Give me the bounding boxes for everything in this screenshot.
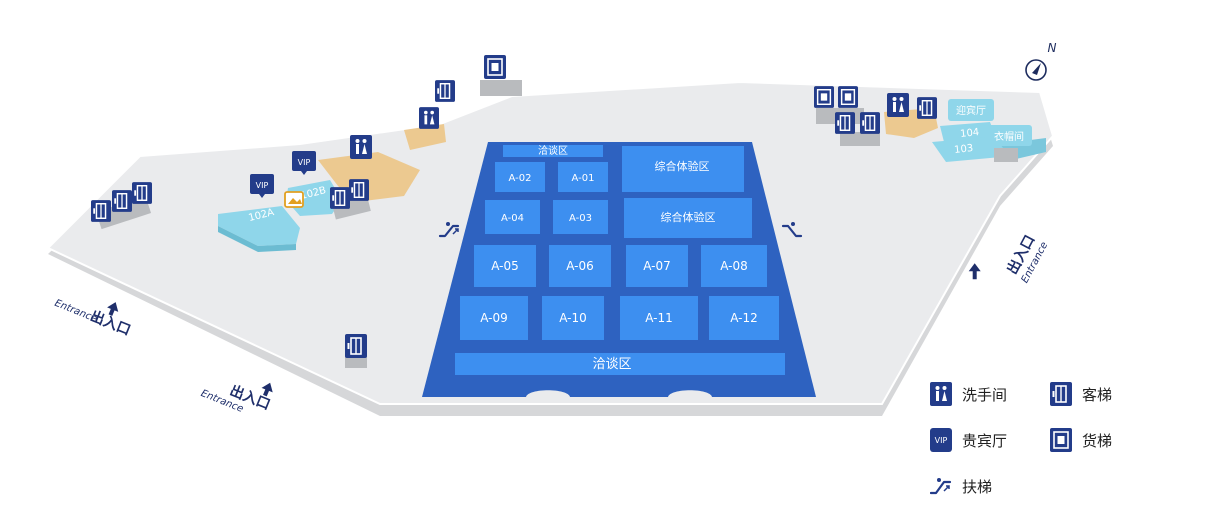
- legend-restroom: 洗手间: [930, 382, 1007, 406]
- booth-a-06[interactable]: A-06: [549, 245, 611, 287]
- booth-label: A-02: [509, 173, 532, 184]
- passenger-elevator-icon[interactable]: [330, 187, 350, 209]
- booth-a-09[interactable]: A-09: [460, 296, 528, 340]
- legend-vip-room: VIP 贵宾厅: [930, 428, 1007, 452]
- map-legend: 洗手间 客梯 VIP 贵宾厅 货梯 扶梯: [930, 380, 1190, 505]
- room-reception[interactable]: 迎宾厅: [948, 99, 994, 121]
- booth-label: A-12: [730, 311, 758, 325]
- freight-elevator-icon: [1050, 428, 1072, 452]
- booth-shape[interactable]: [495, 162, 545, 192]
- booth-a-03[interactable]: A-03: [553, 200, 608, 234]
- legend-escalator: 扶梯: [930, 474, 992, 498]
- restroom-icon[interactable]: [419, 107, 439, 129]
- booth-grid: A-01 A-02A-03 A-04A-05 A-06 A-07 A-08A-09 A-10…: [460, 162, 779, 340]
- booth-label: A-09: [480, 311, 508, 325]
- vip-badge: VIP: [298, 158, 311, 167]
- experience-zone-1[interactable]: [622, 146, 744, 192]
- entrance-west-en: Entrance: [53, 298, 99, 325]
- legend-restroom-label: 洗手间: [962, 385, 1008, 404]
- compass-north-label: N: [1048, 41, 1057, 55]
- passenger-elevator-icon: [1050, 382, 1072, 406]
- vip-badge: VIP: [256, 181, 269, 190]
- booth-shape[interactable]: [558, 162, 608, 192]
- escalator-icon: [930, 474, 952, 498]
- passenger-elevator-icon[interactable]: [349, 179, 369, 201]
- gallery-icon[interactable]: [284, 191, 304, 208]
- booth-label: A-01: [572, 173, 595, 184]
- booth-shape[interactable]: [620, 296, 698, 340]
- room-104-label: 104: [960, 127, 980, 140]
- room-103-label: 103: [954, 143, 974, 156]
- booth-a-01[interactable]: A-01: [558, 162, 608, 192]
- passenger-elevator-icon[interactable]: [91, 200, 111, 222]
- restroom-icon[interactable]: [350, 135, 372, 159]
- escalator-icon[interactable]: [438, 222, 460, 238]
- freight-elevator-icon[interactable]: [838, 86, 858, 108]
- booth-shape[interactable]: [709, 296, 779, 340]
- legend-passenger-elevator: 客梯: [1050, 382, 1112, 406]
- restroom-icon: [930, 382, 952, 406]
- vip-icon: VIP: [930, 428, 952, 452]
- booth-shape[interactable]: [701, 245, 767, 287]
- booth-shape[interactable]: [549, 245, 611, 287]
- booth-shape[interactable]: [460, 296, 528, 340]
- passenger-elevator-icon[interactable]: [917, 97, 937, 119]
- booth-a-02[interactable]: A-02: [495, 162, 545, 192]
- room-102a[interactable]: 102A: [218, 206, 300, 252]
- booth-shape[interactable]: [474, 245, 536, 287]
- vip-room-icon[interactable]: VIP: [292, 151, 316, 175]
- booth-a-07[interactable]: A-07: [626, 245, 688, 287]
- room-cloakroom[interactable]: 衣帽间: [986, 125, 1032, 146]
- booth-shape[interactable]: [626, 245, 688, 287]
- passenger-elevator-icon[interactable]: [112, 190, 132, 212]
- booth-label: A-10: [559, 311, 587, 325]
- restroom-icon[interactable]: [887, 93, 909, 117]
- freight-elevator-icon[interactable]: [484, 55, 506, 79]
- passenger-elevator-icon[interactable]: [835, 112, 855, 134]
- booth-label: A-05: [491, 259, 519, 273]
- legend-vip-badge: VIP: [934, 435, 948, 445]
- booth-label: A-07: [643, 259, 671, 273]
- compass: N: [1025, 41, 1057, 81]
- booth-label: A-11: [645, 311, 673, 325]
- legend-escalator-label: 扶梯: [962, 477, 993, 496]
- experience-zone-2-label: 综合体验区: [661, 210, 716, 224]
- booth-shape[interactable]: [553, 200, 608, 234]
- booth-a-12[interactable]: A-12: [709, 296, 779, 340]
- passenger-elevator-icon[interactable]: [132, 182, 152, 204]
- booth-label: A-06: [566, 259, 594, 273]
- booth-shape[interactable]: [542, 296, 604, 340]
- room-104[interactable]: 104: [940, 122, 996, 142]
- booth-a-05[interactable]: A-05: [474, 245, 536, 287]
- booth-label: A-04: [501, 213, 524, 224]
- booth-label: A-03: [569, 213, 592, 224]
- room-reception-label: 迎宾厅: [956, 104, 986, 117]
- negotiation-zone-top-label: 洽谈区: [538, 144, 568, 157]
- passenger-elevator-icon[interactable]: [345, 334, 367, 358]
- experience-zone-2[interactable]: [624, 198, 752, 238]
- negotiation-zone-bottom[interactable]: [455, 353, 785, 375]
- legend-vip-room-label: 贵宾厅: [962, 431, 1008, 450]
- vip-room-icon[interactable]: VIP: [250, 174, 274, 198]
- booth-a-04[interactable]: A-04: [485, 200, 540, 234]
- booth-a-08[interactable]: A-08: [701, 245, 767, 287]
- booth-a-11[interactable]: A-11: [620, 296, 698, 340]
- entrance-south[interactable]: 出入口 Entrance: [199, 360, 277, 423]
- passenger-elevator-icon[interactable]: [860, 112, 880, 134]
- legend-passenger-elevator-label: 客梯: [1082, 385, 1113, 404]
- experience-zone-1-label: 综合体验区: [655, 159, 710, 173]
- legend-freight-elevator-label: 货梯: [1082, 431, 1113, 450]
- negotiation-zone-top[interactable]: [503, 145, 603, 157]
- passenger-elevator-icon[interactable]: [435, 80, 455, 102]
- booth-label: A-08: [720, 259, 748, 273]
- room-cloakroom-label: 衣帽间: [994, 130, 1024, 143]
- freight-elevator-icon[interactable]: [814, 86, 834, 108]
- booth-a-10[interactable]: A-10: [542, 296, 604, 340]
- legend-freight-elevator: 货梯: [1050, 428, 1112, 452]
- booth-shape[interactable]: [485, 200, 540, 234]
- escalator-icon[interactable]: [781, 222, 803, 238]
- negotiation-zone-bottom-label: 洽谈区: [592, 357, 631, 372]
